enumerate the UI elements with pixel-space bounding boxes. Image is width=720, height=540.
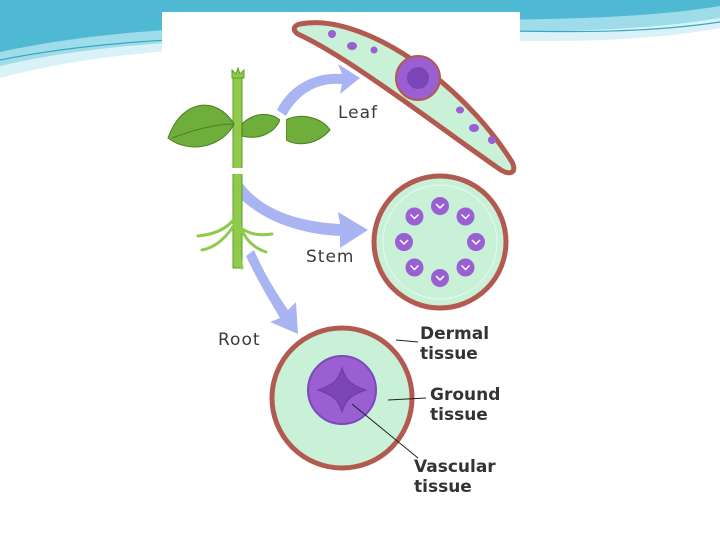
vascular-label-line2: tissue [414,477,472,497]
stem-vascular-bundle-highlight [409,213,420,220]
stem-cut-mark [230,168,245,174]
arrow-to-root [246,250,298,334]
stem-vascular-bundle [431,269,449,287]
root-cross-section [269,325,415,471]
root-xylem-cross [316,366,368,414]
leaf-stomata-cells [328,30,496,144]
dermal-label-line1: Dermal [420,324,489,344]
ground-label-line1: Ground [430,385,500,405]
stem-cross-section [371,173,509,311]
plant-leaf-left [167,104,235,148]
ground-label-line2: tissue [430,405,488,425]
dermal-pointer-line [395,339,419,343]
plant-bud [231,66,245,79]
dermal-label-line2: tissue [420,344,478,364]
stem-vascular-bundle-highlight [471,239,481,246]
vascular-label-line1: Vascular [414,457,496,477]
stem-vascular-bundle-highlight [460,264,471,271]
leaf-cross-section [291,20,517,176]
arrow-to-stem [232,180,368,248]
root-label: Root [218,330,261,350]
stem-vascular-bundle [395,233,413,251]
stem-vascular-bundle-highlight [460,213,471,220]
plant-roots [196,210,274,270]
plant-leaf-right-inner [241,114,281,138]
stem-vascular-bundle [456,207,475,226]
stem-vascular-bundle-highlight [399,239,409,246]
plant-tissue-figure: Leaf Stem Root Dermal tissue Ground tiss… [162,12,520,500]
plant-illustration [167,66,331,270]
stem-vascular-bundle [467,233,485,251]
plant-leaf-left-vein [171,123,235,139]
vascular-pointer-line [351,403,419,459]
arrow-to-leaf [277,64,360,116]
leaf-vascular-bundle-inner [407,67,429,89]
stem-vascular-bundle-highlight [435,203,445,210]
stem-vascular-bundle [405,207,424,226]
stem-vascular-bundle-highlight [409,264,420,271]
leaf-label: Leaf [338,103,378,123]
stem-vascular-bundle-highlight [435,275,445,282]
stem-vascular-bundle [405,258,424,277]
leaf-section-epidermis [291,20,517,176]
plant-tissue-diagram: Leaf Stem Root Dermal tissue Ground tiss… [167,20,517,497]
stem-vascular-bundle [456,258,475,277]
stem-label: Stem [306,247,354,267]
plant-leaf-right [285,115,331,145]
stem-vascular-bundles [395,197,485,287]
ground-pointer-line [387,397,427,401]
stem-vascular-bundle [431,197,449,215]
leaf-cut-mark [280,116,286,148]
